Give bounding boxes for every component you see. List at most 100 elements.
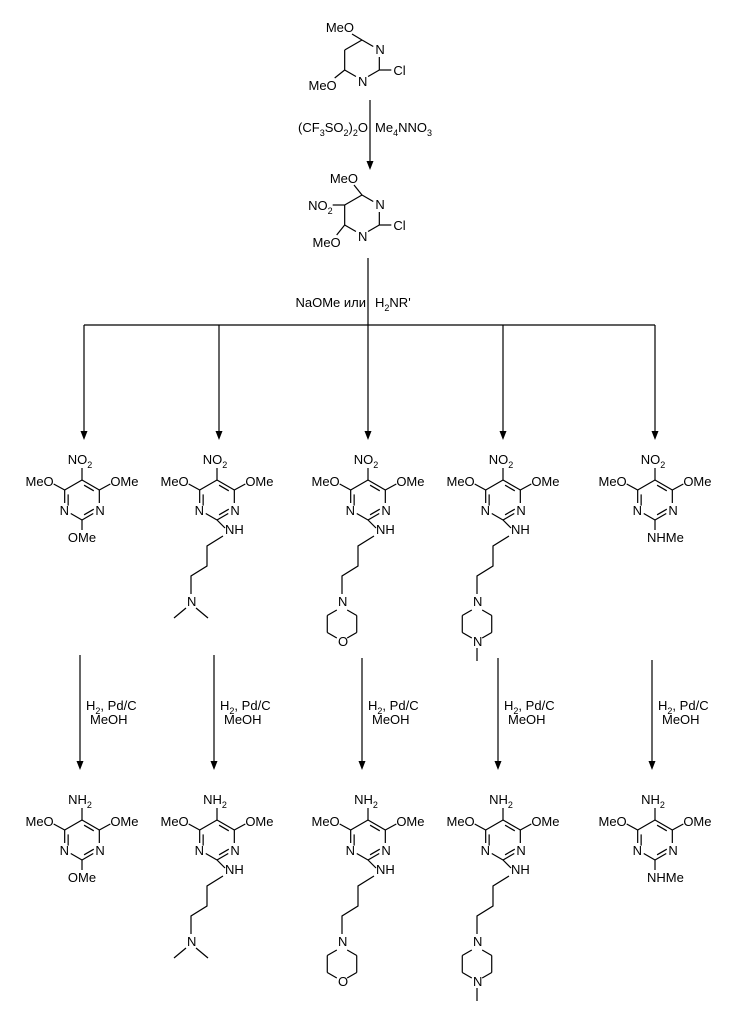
arrow-head: [649, 761, 656, 770]
ring-bond: [357, 514, 368, 521]
substituent-no2: NO2: [489, 452, 514, 470]
arrow-hydrogenation-4: [495, 658, 502, 770]
heterocycle-bond: [482, 973, 492, 979]
amino-product-5: NNNH2MeOOMeNHMe: [599, 792, 712, 885]
ring-bond: [206, 854, 217, 861]
arrow-head: [211, 761, 218, 770]
arrow-substitution-5: [652, 325, 659, 440]
bond-line: [340, 824, 351, 830]
ring-n-atom: N: [338, 934, 347, 949]
reagent-methanol: MeOH: [508, 712, 546, 727]
heterocycle-bond: [347, 950, 357, 956]
ring-n-atom: N: [668, 843, 677, 858]
ring-n-atom: N: [358, 74, 367, 89]
substituent-ome: OMe: [110, 814, 138, 829]
substituent-ome: OMe: [245, 814, 273, 829]
bond-line: [368, 860, 376, 868]
reagent-tetramethylammonium-nitrate: Me4NNO3: [375, 120, 432, 138]
bond-line: [217, 520, 225, 528]
amino-product-3: NNNH2MeOOMeNHNO: [312, 792, 425, 989]
propyl-chain: [342, 536, 374, 594]
nitro-product-3: NNNO2MeOOMeNHNO: [312, 452, 425, 649]
bond-line: [368, 520, 376, 528]
ring-bond: [486, 820, 503, 830]
substituent-meo: MeO: [326, 20, 354, 35]
amino-product-2: NNNH2MeOOMeNHN: [161, 792, 274, 958]
arrow-substitution-2: [216, 325, 223, 440]
substituent-ome: OMe: [396, 814, 424, 829]
ring-n-atom: N: [60, 503, 69, 518]
substituent-meo: MeO: [447, 814, 475, 829]
arrow-hydrogenation-2: [211, 655, 218, 770]
heterocycle-bond: [462, 950, 472, 956]
substituent-ome: OMe: [396, 474, 424, 489]
ring-n-atom: N: [375, 197, 384, 212]
heterocycle-bond: [327, 973, 337, 979]
ring-n-atom: N: [358, 229, 367, 244]
ring-bond: [503, 854, 514, 861]
ring-bond: [345, 70, 356, 77]
arrow-head: [81, 431, 88, 440]
heterocycle-bond: [327, 610, 337, 616]
chloro-substituent: Cl: [393, 63, 405, 78]
bond-line: [672, 824, 683, 830]
nitro-product-5: NNNO2MeOOMeNHMe: [599, 452, 712, 545]
heterocycle-bond: [327, 950, 337, 956]
reagent-methanol: MeOH: [662, 712, 700, 727]
ring-n-atom: N: [195, 843, 204, 858]
methyl-bond: [174, 948, 186, 958]
substituent-meo: MeO: [26, 814, 54, 829]
bond-line: [385, 484, 396, 490]
ring-bond: [351, 480, 368, 490]
arrow-head: [216, 431, 223, 440]
arrow-hydrogenation-3: [359, 658, 366, 770]
reagent-methanol: MeOH: [90, 712, 128, 727]
ring-n-atom: N: [375, 42, 384, 57]
bond-line: [234, 484, 245, 490]
ring-bond: [71, 514, 82, 521]
ring-bond: [217, 514, 228, 521]
substituent-no2: NO2: [354, 452, 379, 470]
ring-bond: [368, 225, 379, 232]
ring-n-atom: N: [95, 503, 104, 518]
arrow-hydrogenation-5: [649, 660, 656, 770]
bond-line: [503, 520, 511, 528]
arrow-substitution-3: [365, 325, 372, 440]
bond-line: [354, 185, 362, 195]
ring-n-atom: N: [668, 503, 677, 518]
ring-bond: [206, 514, 217, 521]
substituent-meo: MeO: [313, 235, 341, 250]
ring-n-atom: N: [633, 843, 642, 858]
methyl-bond: [196, 948, 208, 958]
bond-line: [337, 225, 345, 235]
ring-n-atom: N: [516, 503, 525, 518]
bond-line: [189, 824, 200, 830]
substituent-nhme: NHMe: [647, 530, 684, 545]
ring-n-atom: N: [516, 843, 525, 858]
arrow-substitution-4: [500, 325, 507, 440]
substituent-nh: NH: [376, 522, 395, 537]
arrow-head: [77, 761, 84, 770]
amine-n-atom: N: [187, 934, 196, 949]
substituent-meo: MeO: [309, 78, 337, 93]
arrow-head: [500, 431, 507, 440]
substituent-meo: MeO: [312, 814, 340, 829]
reagent-amine: H2NR': [375, 295, 411, 313]
ring-bond: [486, 480, 503, 490]
ring-bond: [345, 225, 356, 232]
methyl-bond: [196, 608, 208, 618]
ring-bond: [368, 514, 379, 521]
bond-line: [627, 824, 638, 830]
substituent-nh: NH: [376, 862, 395, 877]
ring-n-atom: N: [346, 503, 355, 518]
ring-bond: [492, 854, 503, 861]
bond-line: [340, 484, 351, 490]
substituent-ome: OMe: [531, 814, 559, 829]
ring-bond: [638, 480, 655, 490]
substituent-meo: MeO: [161, 474, 189, 489]
bond-line: [54, 824, 65, 830]
substituent-nh: NH: [511, 522, 530, 537]
substituent-meo: MeO: [161, 814, 189, 829]
bond-line: [234, 824, 245, 830]
amino-product-4: NNNH2MeOOMeNHNN: [447, 792, 560, 1001]
